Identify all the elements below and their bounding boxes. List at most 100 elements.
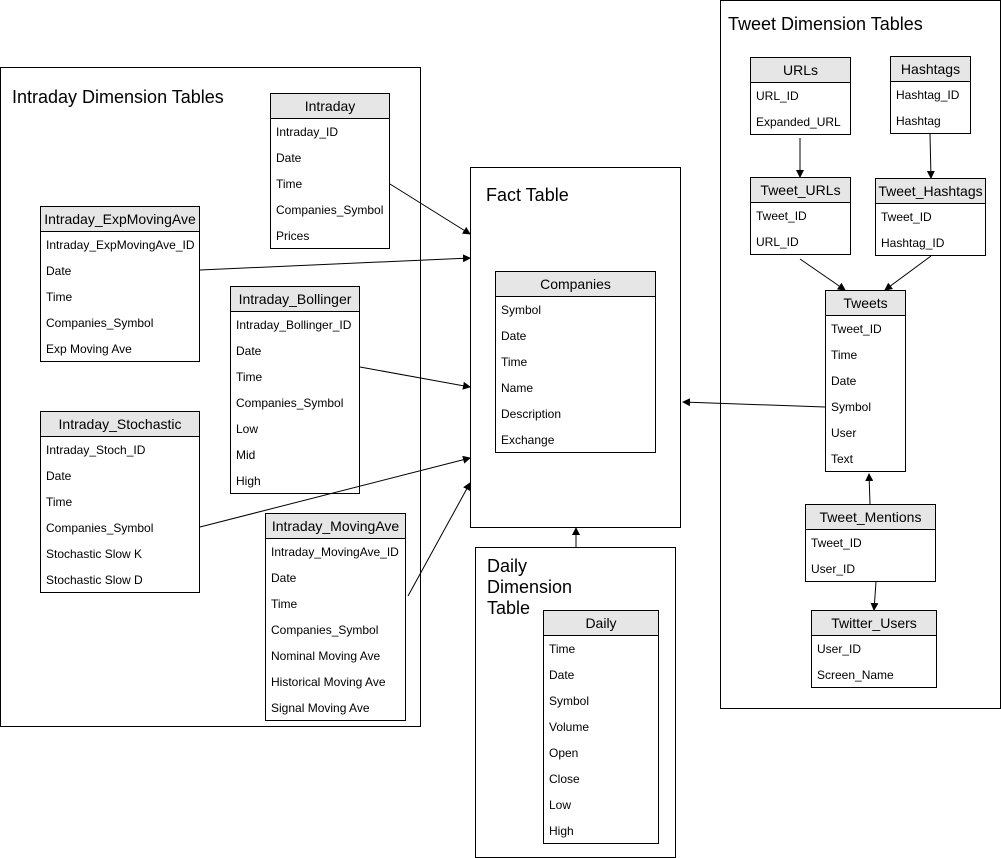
table-field: Intraday_ExpMovingAve_ID <box>46 238 195 252</box>
field-list: Tweet_ID User_ID <box>806 530 935 582</box>
table-field: Companies_Symbol <box>276 203 384 217</box>
table-field: Companies_Symbol <box>236 396 344 410</box>
table-twitter-users[interactable]: Twitter_Users User_ID Screen_Name <box>811 610 937 688</box>
table-field: Signal Moving Ave <box>271 701 370 715</box>
table-field: Screen_Name <box>817 668 894 682</box>
group-title: Fact Table <box>486 185 569 205</box>
table-field: Symbol <box>831 400 872 414</box>
table-field: Time <box>271 597 298 611</box>
table-header: Intraday_Stochastic <box>41 412 199 437</box>
table-header: Intraday_ExpMovingAve <box>41 207 199 232</box>
table-field: Date <box>46 469 72 483</box>
table-field: Stochastic Slow K <box>46 547 143 561</box>
table-tweet-urls[interactable]: Tweet_URLs Tweet_ID URL_ID <box>750 177 851 255</box>
table-header: Daily <box>544 611 658 636</box>
table-field: Tweet_ID <box>831 322 882 336</box>
table-field: Open <box>549 746 579 760</box>
table-field: Time <box>46 495 73 509</box>
table-header: Tweet_Mentions <box>806 505 935 530</box>
table-field: URL_ID <box>756 89 799 103</box>
table-header: Hashtags <box>891 57 970 82</box>
table-field: Expanded_URL <box>756 115 841 129</box>
table-field: Intraday_Stoch_ID <box>46 443 146 457</box>
table-header: Tweets <box>826 291 905 316</box>
table-field: Hashtag_ID <box>881 236 945 250</box>
table-field: Time <box>276 177 303 191</box>
table-field: User_ID <box>811 562 856 576</box>
table-field: Hashtag <box>896 114 941 128</box>
table-field: Low <box>549 798 572 812</box>
table-field: Historical Moving Ave <box>271 675 386 689</box>
table-field: Time <box>501 355 528 369</box>
table-field: Date <box>271 571 297 585</box>
table-field: Volume <box>549 720 590 734</box>
field-list: Tweet_ID URL_ID <box>751 203 850 255</box>
table-field: Nominal Moving Ave <box>271 649 381 663</box>
group-title: Daily Dimension Table <box>487 556 573 618</box>
table-field: Date <box>276 151 302 165</box>
table-field: Tweet_ID <box>756 209 807 223</box>
table-field: Date <box>501 329 527 343</box>
table-field: Time <box>831 348 858 362</box>
field-list: User_ID Screen_Name <box>812 636 936 688</box>
table-field: Prices <box>276 229 310 243</box>
table-field: User <box>831 426 857 440</box>
group-title: Intraday Dimension Tables <box>12 87 224 107</box>
table-field: Intraday_ID <box>276 125 339 139</box>
table-field: Tweet_ID <box>881 210 932 224</box>
table-tweet-mentions[interactable]: Tweet_Mentions Tweet_ID User_ID <box>805 504 936 582</box>
table-intraday-bollinger[interactable]: Intraday_Bollinger Intraday_Bollinger_ID… <box>230 286 360 494</box>
table-field: High <box>549 824 574 838</box>
table-field: Time <box>549 642 576 656</box>
table-header: Twitter_Users <box>812 611 936 636</box>
table-intraday-movingave[interactable]: Intraday_MovingAve Intraday_MovingAve_ID… <box>265 513 406 721</box>
table-field: Hashtag_ID <box>896 88 960 102</box>
field-list: URL_ID Expanded_URL <box>751 83 850 135</box>
table-field: Low <box>236 422 259 436</box>
table-field: Stochastic Slow D <box>46 573 143 587</box>
table-field: Tweet_ID <box>811 536 862 550</box>
table-field: URL_ID <box>756 235 799 249</box>
table-field: Exp Moving Ave <box>46 342 132 356</box>
table-field: Close <box>549 772 580 786</box>
table-field: Mid <box>236 448 256 462</box>
table-field: Companies_Symbol <box>46 316 154 330</box>
table-field: Intraday_MovingAve_ID <box>271 545 399 559</box>
table-field: Time <box>236 370 263 384</box>
table-hashtags[interactable]: Hashtags Hashtag_ID Hashtag <box>890 56 971 134</box>
table-field: High <box>236 474 261 488</box>
table-field: Exchange <box>501 433 555 447</box>
table-field: Date <box>831 374 857 388</box>
table-field: Description <box>501 407 562 421</box>
table-field: Date <box>46 264 72 278</box>
table-header: Tweet_URLs <box>751 178 850 203</box>
table-intraday-stochastic[interactable]: Intraday_Stochastic Intraday_Stoch_ID Dat… <box>40 411 200 593</box>
table-field: Date <box>549 668 575 682</box>
table-field: Companies_Symbol <box>46 521 154 535</box>
field-list: Hashtag_ID Hashtag <box>891 82 970 134</box>
table-header: Intraday <box>271 94 389 119</box>
table-field: Symbol <box>549 694 590 708</box>
table-intraday-expmovingave[interactable]: Intraday_ExpMovingAve Intraday_ExpMoving… <box>40 206 200 362</box>
table-field: Text <box>831 452 854 466</box>
group-title: Tweet Dimension Tables <box>728 14 923 34</box>
table-field: Intraday_Bollinger_ID <box>236 318 352 332</box>
table-header: Intraday_Bollinger <box>231 287 359 312</box>
table-field: User_ID <box>817 642 862 656</box>
table-field: Symbol <box>501 303 542 317</box>
